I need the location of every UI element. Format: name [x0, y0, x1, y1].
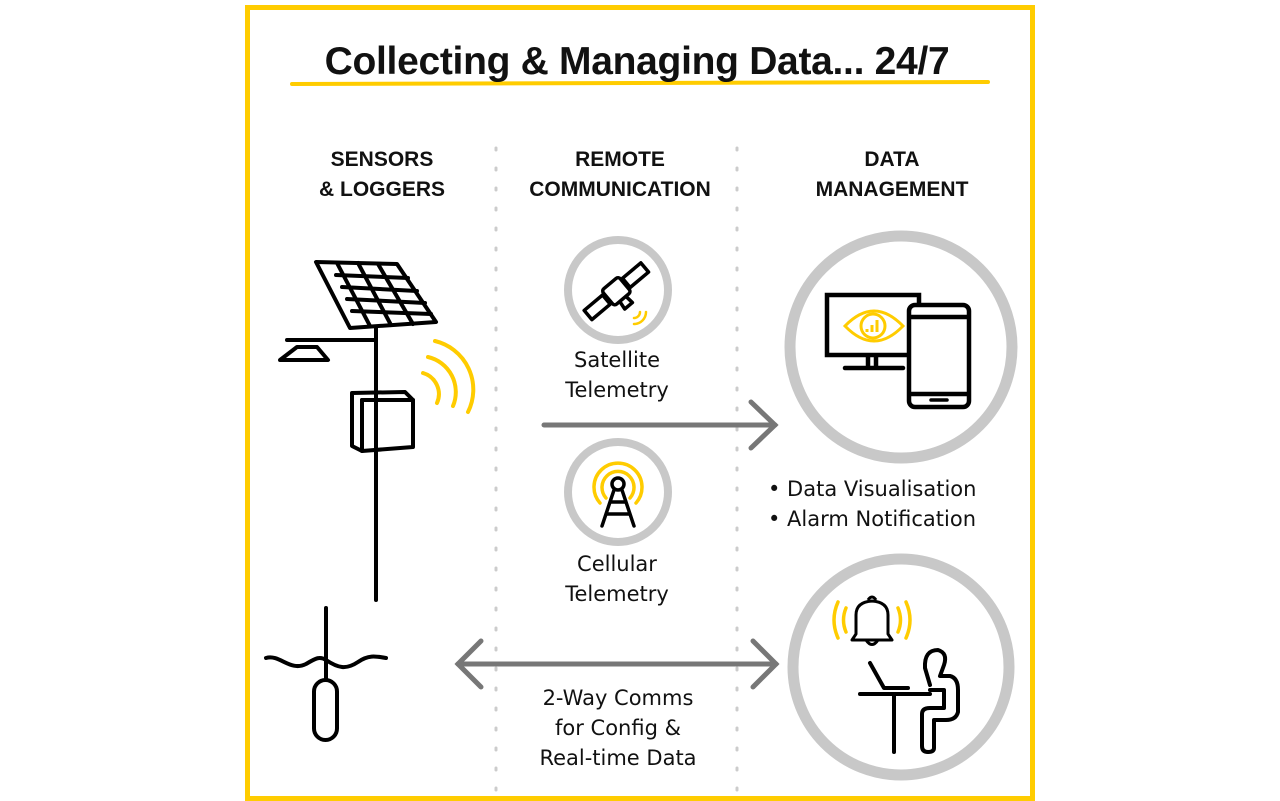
label-line: 2-Way Comms	[542, 686, 694, 710]
label-line: Satellite	[573, 348, 661, 372]
satellite-ring	[564, 236, 672, 344]
bell-icon	[850, 595, 894, 646]
satellite-telemetry-label: Satellite Telemetry	[565, 345, 669, 405]
alarm-notification-ring	[787, 553, 1015, 781]
arrow-right	[541, 399, 779, 451]
cellular-ring	[564, 438, 672, 546]
column-header-sensors: SENSORS & LOGGERS	[319, 145, 445, 205]
two-way-comms-label: 2-Way Comms for Config & Real-time Data	[539, 683, 696, 773]
eye-chart-icon	[842, 309, 906, 343]
smartphone-icon	[906, 302, 972, 410]
header-line: COMMUNICATION	[529, 178, 711, 201]
title-underline	[290, 80, 990, 86]
satellite-icon	[582, 261, 651, 322]
header-line: MANAGEMENT	[815, 178, 969, 201]
solar-logger-station-icon	[278, 260, 438, 602]
label-line: Telemetry	[565, 582, 669, 606]
column-header-data: DATA MANAGEMENT	[816, 145, 969, 205]
wireless-signal-icon	[421, 339, 476, 414]
cell-tower-icon	[600, 476, 636, 528]
cell-tower-signal-icon	[592, 461, 644, 505]
cellular-telemetry-label: Cellular Telemetry	[565, 549, 669, 609]
diagram-frame	[245, 5, 1035, 801]
data-visualisation-ring	[784, 230, 1018, 464]
column-header-remote: REMOTE COMMUNICATION	[529, 145, 711, 205]
label-line: for Config &	[555, 716, 681, 740]
person-at-desk-icon	[858, 648, 960, 754]
header-line: & LOGGERS	[318, 178, 446, 201]
satellite-signal-icon	[632, 310, 648, 326]
page-title: Collecting & Managing Data... 24/7	[324, 40, 950, 83]
header-line: DATA	[864, 148, 920, 171]
label-line: Real-time Data	[539, 746, 697, 770]
label-line: Cellular	[577, 552, 657, 576]
double-arrow	[454, 638, 780, 690]
feature-alarm-notification: • Alarm Notification	[768, 507, 977, 531]
monitor-icon	[824, 292, 922, 371]
label-line: Telemetry	[565, 378, 669, 402]
feature-data-visualisation: • Data Visualisation	[768, 477, 977, 501]
alarm-signal-icon	[832, 600, 912, 640]
header-line: SENSORS	[330, 148, 434, 171]
header-line: REMOTE	[575, 148, 665, 171]
water-level-sensor-icon	[264, 606, 388, 742]
